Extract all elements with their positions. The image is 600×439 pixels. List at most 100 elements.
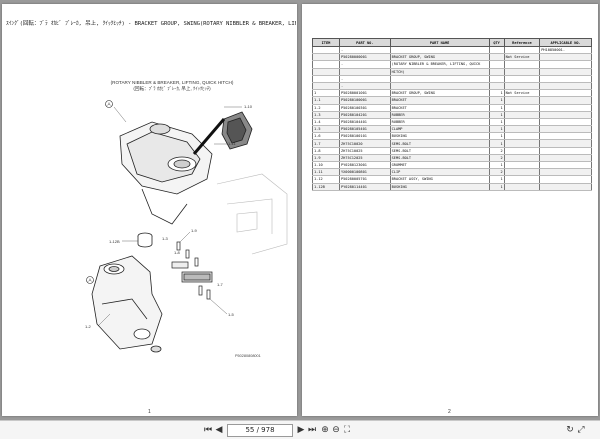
table-cell: 1 — [488, 175, 505, 184]
fullscreen-icon[interactable]: ⤢ — [577, 425, 585, 435]
table-cell: PH10850001- — [539, 46, 592, 55]
callout-label: 1-5 — [228, 312, 235, 317]
callout-label: 1-12B — [109, 239, 120, 244]
table-cell — [503, 175, 541, 184]
rotate-icon[interactable]: ↻ — [566, 425, 574, 435]
table-cell: 1-1 — [312, 96, 340, 105]
page-left: ｽｲﾝｸﾞ(回転：ﾌﾞﾗ ｵｶﾋﾞ ﾌﾞﾚｰｶ, 吊上, ｸｲｯｸﾋｯﾁ) - … — [2, 4, 297, 416]
table-cell: 2 — [488, 154, 505, 163]
table-cell — [389, 82, 490, 91]
page-right: ITEM PART NO. PART NAME QTY Reference AP… — [302, 4, 598, 416]
table-cell: SEMS-BOLT — [389, 139, 490, 148]
last-page-icon[interactable]: ⏭ — [307, 425, 317, 435]
table-cell — [389, 75, 490, 83]
callout-label: 1-9 — [191, 228, 198, 233]
table-cell: 1-4 — [312, 118, 340, 127]
table-cell — [539, 75, 592, 83]
table-cell: P50280104401 — [338, 118, 391, 127]
table-cell — [488, 75, 505, 83]
table-cell: ZH75C12025 — [338, 154, 391, 163]
table-cell: YX0000100801 — [338, 168, 391, 177]
table-cell — [503, 161, 541, 170]
callout-label: 1-11 — [228, 141, 236, 146]
table-cell — [503, 125, 541, 134]
page-number: 1 — [148, 409, 151, 415]
next-page-icon[interactable]: ▶ — [297, 425, 305, 435]
table-cell: 1-10 — [312, 161, 340, 170]
table-cell: 1 — [488, 96, 505, 105]
table-cell: - — [338, 75, 391, 83]
first-page-icon[interactable]: ⏮ — [203, 425, 213, 435]
table-cell: ZH75C10025 — [338, 147, 391, 155]
table-cell: PY0280114401 — [338, 183, 391, 191]
table-cell — [503, 75, 541, 83]
view-marker-a: A — [88, 278, 91, 283]
watermark-line1: Activ — [546, 388, 568, 399]
table-cell: 1-5 — [312, 125, 340, 134]
table-cell — [503, 68, 541, 76]
table-cell — [539, 125, 592, 134]
table-cell: 1 — [488, 111, 505, 119]
table-cell — [539, 96, 592, 105]
zoom-in-icon[interactable]: ⊕ — [321, 425, 329, 435]
table-cell — [312, 68, 340, 76]
table-cell: 1 — [488, 89, 505, 98]
table-cell: 1-9 — [312, 154, 340, 163]
table-cell: PY0280123001 — [338, 161, 391, 170]
previous-page-icon[interactable]: ◀ — [215, 425, 223, 435]
fit-page-icon[interactable]: ⛶ — [343, 425, 351, 435]
view-marker-a: A — [107, 102, 110, 107]
header-reference: Reference — [503, 38, 541, 47]
callout-label: 1-3 — [162, 236, 169, 241]
table-cell — [503, 111, 541, 119]
table-cell — [488, 68, 505, 76]
table-cell: P50280100101 — [338, 132, 391, 141]
viewer-toolbar: ⏮ ◀ 55 / 978 ▶ ⏭ ⊕ ⊖ ⛶ ↻ ⤢ — [0, 420, 600, 439]
callout-label: 1-7 — [217, 282, 224, 287]
table-cell: ZH75C10020 — [338, 139, 391, 148]
table-cell — [389, 46, 490, 55]
zoom-out-icon[interactable]: ⊖ — [332, 425, 340, 435]
table-cell — [503, 132, 541, 141]
header-part-no: PART NO. — [338, 38, 391, 47]
table-cell — [312, 60, 340, 69]
page-number-field[interactable]: 55 / 978 — [227, 424, 293, 437]
table-cell: BRACKET — [389, 96, 490, 105]
document-viewer[interactable]: ｽｲﾝｸﾞ(回転：ﾌﾞﾗ ｵｶﾋﾞ ﾌﾞﾚｰｶ, 吊上, ｸｲｯｸﾋｯﾁ) - … — [0, 0, 600, 420]
table-cell: P50280100301 — [338, 104, 391, 112]
diagram-caption: (ROTARY NIBBLER & BREAKER, LIFTING, QUIC… — [97, 80, 247, 92]
table-cell: - — [338, 82, 391, 91]
table-cell: - — [338, 46, 391, 55]
table-cell: BRACKET — [389, 104, 490, 112]
table-cell — [338, 68, 391, 76]
table-cell: P50280105401 — [338, 125, 391, 134]
drawing-code: P50280808001 — [235, 354, 261, 358]
table-row: - PH10850001- — [312, 46, 592, 55]
table-cell: 1 — [488, 132, 505, 141]
table-cell: HITCH) — [389, 68, 490, 76]
table-cell — [503, 96, 541, 105]
table-cell — [503, 154, 541, 163]
table-cell — [312, 53, 340, 62]
watermark-line2: Go to — [546, 401, 566, 410]
table-cell: SEMS-BOLT — [389, 154, 490, 163]
page-number: 2 — [448, 409, 451, 415]
caption-japanese: (回転：ﾌﾞﾗ ｵｶﾋﾞ ﾌﾞﾚｰｶ, 吊上, ｸｲｯｸﾋｯﾁ) — [133, 86, 211, 91]
table-cell — [488, 82, 505, 91]
table-cell — [503, 60, 541, 69]
header-item: ITEM — [312, 38, 340, 47]
parts-table: ITEM PART NO. PART NAME QTY Reference AP… — [312, 38, 592, 191]
table-cell: 2 — [488, 147, 505, 155]
table-cell — [539, 147, 592, 155]
table-cell — [503, 82, 541, 91]
